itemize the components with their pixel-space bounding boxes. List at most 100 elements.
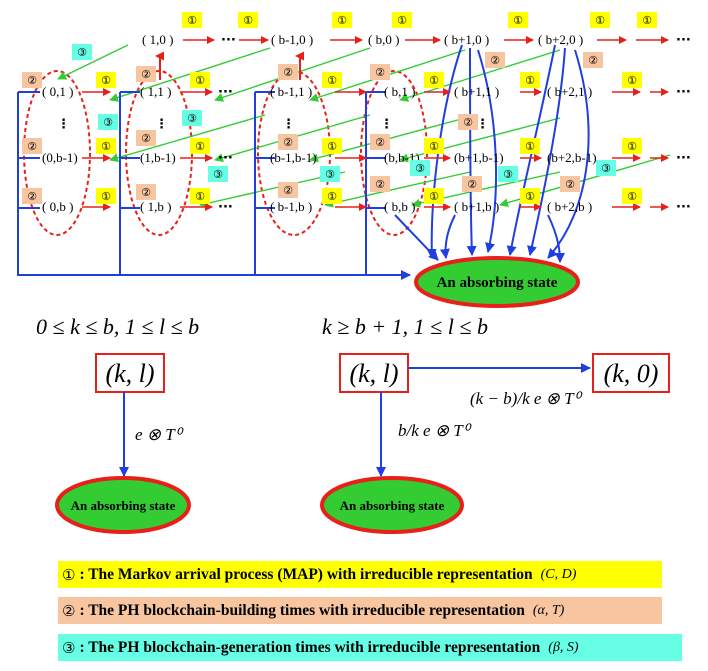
state-node: (b+2,b-1) <box>547 150 597 165</box>
badge-two: ② <box>22 72 42 88</box>
left-condition: 0 ≤ k ≤ b, 1 ≤ l ≤ b <box>36 314 199 339</box>
badge-two: ② <box>370 134 390 150</box>
svg-text:②: ② <box>588 54 598 67</box>
svg-text:③: ③ <box>103 116 113 129</box>
svg-text:①: ① <box>429 140 439 153</box>
legend-rep: (β, S) <box>548 639 579 655</box>
badge-two: ② <box>136 66 156 82</box>
state-node: (1,b-1) <box>140 150 176 165</box>
badge-two: ② <box>22 138 42 154</box>
state-top-1: ( b-1,0 ) <box>271 32 313 47</box>
left-rate: e ⊗ T⁰ <box>135 425 184 444</box>
state-node: ( b+2,1 ) <box>547 84 592 99</box>
badge-one: ① <box>190 188 210 204</box>
badge-one: ① <box>622 188 642 204</box>
svg-text:②: ② <box>27 74 37 87</box>
right-state: (k, l) <box>349 359 398 388</box>
svg-text:②: ② <box>141 68 151 81</box>
badge-two: ② <box>370 176 390 192</box>
badge-three: ③ <box>596 160 616 176</box>
left-state: (k, l) <box>105 359 154 388</box>
badge-two: ② <box>485 52 505 68</box>
svg-text:①: ① <box>327 190 337 203</box>
svg-text:③: ③ <box>415 162 425 175</box>
svg-text:①: ① <box>101 190 111 203</box>
right-rate-to-absorbing: b/k e ⊗ T⁰ <box>398 421 472 440</box>
badge-two: ② <box>278 64 298 80</box>
vertical-ellipsis: ⋮ <box>380 117 393 132</box>
legend-text: : The PH blockchain-building times with … <box>79 601 525 619</box>
svg-text:①: ① <box>595 14 605 27</box>
svg-text:①: ① <box>513 14 523 27</box>
left-absorbing-label: An absorbing state <box>71 498 176 513</box>
absorbing-state-main: An absorbing state <box>414 256 580 308</box>
right-absorbing-label: An absorbing state <box>340 498 445 513</box>
right-target-state: (k, 0) <box>604 359 659 388</box>
svg-text:②: ② <box>467 178 477 191</box>
state-node: ( 0,b ) <box>42 199 73 214</box>
svg-text:②: ② <box>565 178 575 191</box>
svg-text:①: ① <box>397 14 407 27</box>
state-node: ( 1,1 ) <box>140 84 171 99</box>
state-node: (b+1,b-1) <box>454 150 504 165</box>
legend-text: : The Markov arrival process (MAP) with … <box>79 565 533 583</box>
legend-generation: ③ : The PH blockchain-generation times w… <box>58 634 682 661</box>
legend-map: ① : The Markov arrival process (MAP) wit… <box>58 561 662 588</box>
svg-text:①: ① <box>195 74 205 87</box>
ellipsis: ··· <box>218 151 233 166</box>
badge-three: ③ <box>410 160 430 176</box>
group-ellipse-col0 <box>23 70 91 236</box>
svg-text:③: ③ <box>187 112 197 125</box>
svg-text:①: ① <box>101 140 111 153</box>
badge-one: ① <box>322 138 342 154</box>
svg-text:①: ① <box>187 14 197 27</box>
svg-text:③: ③ <box>601 162 611 175</box>
ellipsis: ··· <box>676 33 691 48</box>
svg-text:②: ② <box>375 136 385 149</box>
legend-rep: (α, T) <box>532 602 565 618</box>
badge-one: ① <box>190 72 210 88</box>
badge-one: ① <box>182 12 202 28</box>
svg-text:①: ① <box>525 140 535 153</box>
svg-text:An absorbing state: An absorbing state <box>437 275 558 291</box>
svg-text:③: ③ <box>325 168 335 181</box>
vertical-ellipsis: ⋮ <box>476 117 489 132</box>
state-node: ( b+2,b ) <box>547 199 592 214</box>
badge-one: ① <box>96 72 116 88</box>
svg-text:③: ③ <box>503 168 513 181</box>
svg-text:①: ① <box>327 140 337 153</box>
badge-two: ② <box>370 64 390 80</box>
svg-text:②: ② <box>27 140 37 153</box>
legend-rep: (C, D) <box>540 566 577 582</box>
legend-building: ② : The PH blockchain-building times wit… <box>58 597 662 624</box>
svg-text:①: ① <box>337 14 347 27</box>
left-state-box <box>95 353 165 393</box>
badge-three: ③ <box>182 110 202 126</box>
badge-one: ① <box>424 188 444 204</box>
state-top-2: ( b,0 ) <box>368 32 399 47</box>
badge-three: ③ <box>320 166 340 182</box>
svg-text:②: ② <box>283 184 293 197</box>
vertical-ellipsis: ⋮ <box>155 117 168 132</box>
badge-one: ① <box>622 138 642 154</box>
badge-two: ② <box>22 188 42 204</box>
badge-one: ① <box>590 12 610 28</box>
right-panel: k ≥ b + 1, 1 ≤ l ≤ b (k, l) (k, 0) (k − … <box>320 314 670 534</box>
badge-two: ② <box>278 182 298 198</box>
badge-one: ① <box>637 12 657 28</box>
svg-text:①: ① <box>429 190 439 203</box>
svg-text:②: ② <box>463 116 473 129</box>
svg-text:①: ① <box>195 190 205 203</box>
svg-text:②: ② <box>283 66 293 79</box>
vertical-ellipsis: ⋮ <box>57 117 70 132</box>
badge-two: ② <box>583 52 603 68</box>
badge-one: ① <box>96 188 116 204</box>
badge-two: ② <box>136 130 156 146</box>
legend-text: : The PH blockchain-generation times wit… <box>79 638 541 656</box>
svg-text:②: ② <box>141 132 151 145</box>
svg-text:①: ① <box>525 190 535 203</box>
ellipsis: ··· <box>676 200 691 215</box>
right-state-box <box>339 353 409 393</box>
left-panel: 0 ≤ k ≤ b, 1 ≤ l ≤ b (k, l) e ⊗ T⁰ An ab… <box>36 314 199 534</box>
